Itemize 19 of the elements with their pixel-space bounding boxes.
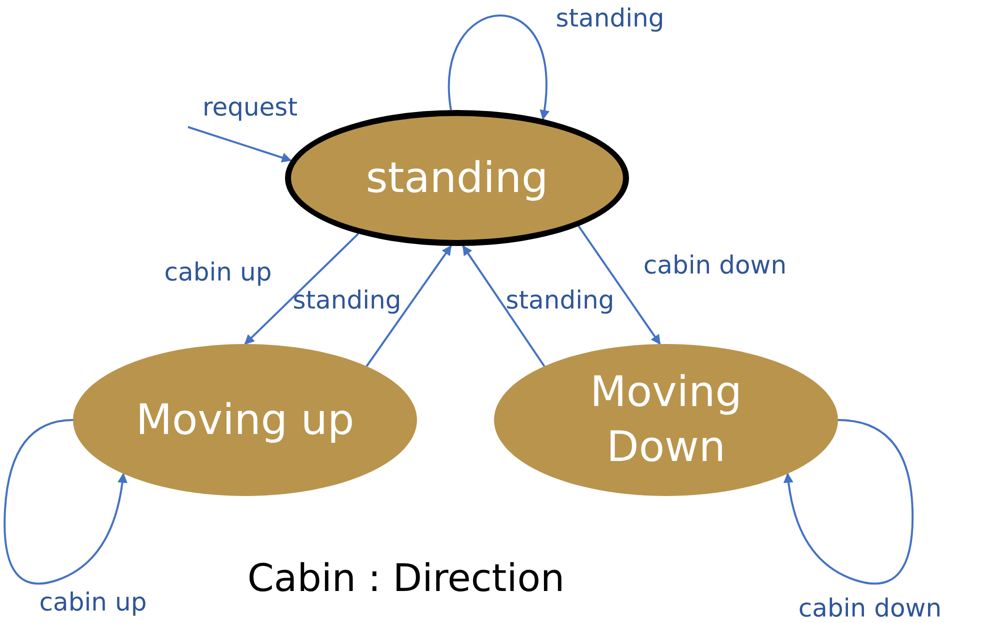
edge-label: standing — [556, 4, 664, 32]
transition-arrow — [448, 14, 549, 120]
edge-label: cabin up — [164, 258, 272, 286]
edge-label: cabin down — [798, 594, 942, 622]
transition-arrow — [462, 245, 546, 367]
edge-label: standing — [292, 286, 402, 314]
state-label: Moving up — [136, 394, 354, 446]
edge-label: cabin up — [39, 588, 147, 616]
edge-label: request — [202, 92, 298, 122]
edge-label: cabin down — [643, 250, 787, 280]
transition-arrow — [784, 419, 914, 585]
caption: Cabin : Direction — [247, 556, 565, 600]
transition-arrow — [366, 245, 452, 367]
state-label: Moving Down — [589, 366, 743, 473]
state-label: standing — [366, 152, 548, 204]
transition-arrow — [4, 419, 128, 585]
edge-label: standing — [506, 286, 614, 314]
transition-arrow — [578, 226, 661, 345]
transition-arrow — [244, 232, 360, 345]
